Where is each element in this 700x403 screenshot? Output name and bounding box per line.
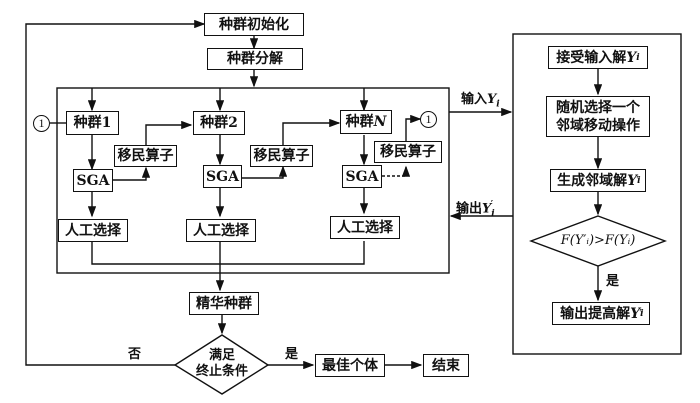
output-yi-prime-label: 输出Yi′ — [456, 200, 495, 219]
input-yi-label: 输入Yi — [461, 92, 500, 110]
population-2-box: 种群2 — [193, 111, 245, 135]
random-move-box: 随机选择一个 邻域移动操作 — [546, 96, 650, 137]
artificial-selection-2-box: 人工选择 — [186, 219, 256, 242]
elite-population-box: 精华种群 — [189, 292, 259, 315]
compare-condition-text: F(Y′ᵢ)>F(Yᵢ) — [560, 233, 636, 248]
compare-yes-label: 是 — [606, 274, 620, 289]
end-box: 结束 — [423, 354, 469, 377]
migration-operator-1-box: 移民算子 — [114, 145, 177, 167]
population-init-box: 种群初始化 — [204, 13, 304, 36]
loop-back-line — [25, 19, 206, 366]
artificial-selection-n-box: 人工选择 — [330, 216, 400, 239]
artificial-selection-1-box: 人工选择 — [58, 219, 128, 242]
migration-operator-2-box: 移民算子 — [250, 145, 313, 167]
no-label: 否 — [128, 347, 142, 362]
connector-1-left: 1 — [33, 115, 50, 132]
termination-condition-text: 满足 终止条件 — [195, 348, 248, 379]
parallel-ga-container — [56, 87, 450, 274]
local-search-container — [512, 33, 682, 355]
best-individual-box: 最佳个体 — [315, 354, 385, 377]
population-decompose-box: 种群分解 — [207, 48, 303, 70]
sga-n-box: SGA — [342, 165, 382, 188]
population-1-box: 种群1 — [66, 111, 119, 135]
sga-1-box: SGA — [73, 169, 113, 192]
yes-label: 是 — [285, 347, 299, 362]
termination-decision — [173, 334, 270, 395]
sga-2-box: SGA — [203, 165, 242, 188]
connector-1-right: 1 — [420, 111, 437, 128]
migration-operator-n-box: 移民算子 — [374, 141, 442, 163]
